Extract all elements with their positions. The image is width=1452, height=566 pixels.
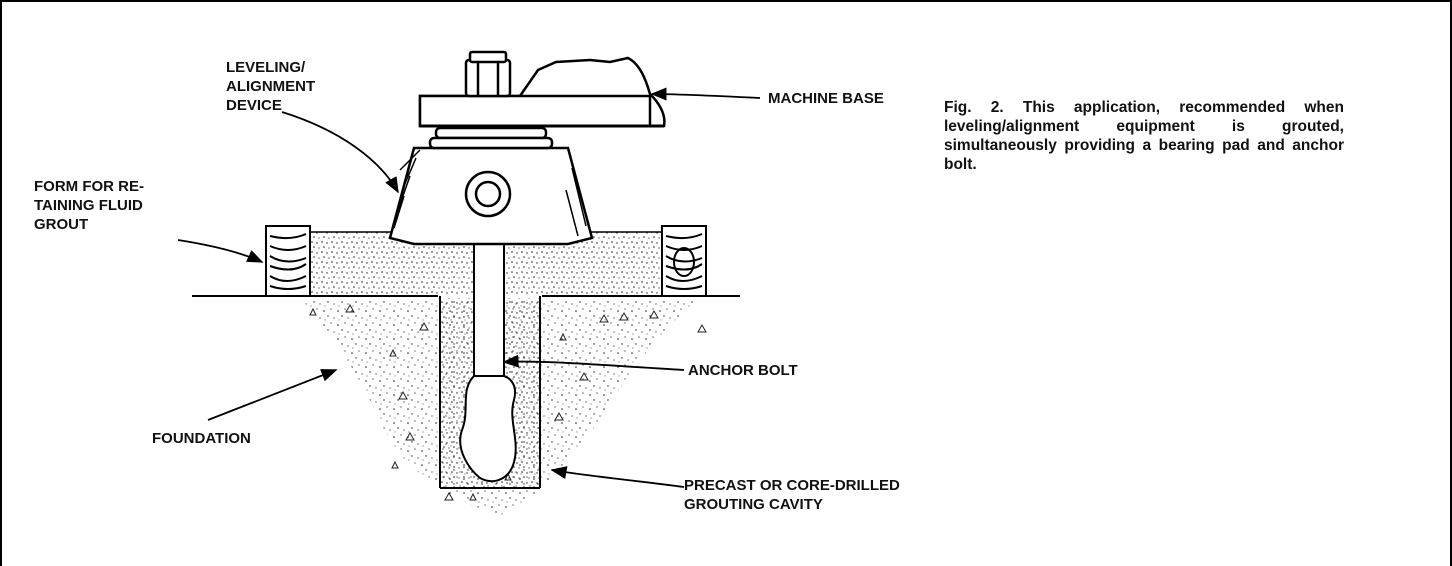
form-label-line1: FORM FOR RE- [34, 178, 144, 195]
figure-caption: Fig. 2. This application, recommended wh… [944, 99, 1344, 173]
leveling-device [388, 146, 594, 246]
right-wood-form [661, 225, 707, 297]
cavity-label-line1: PRECAST OR CORE-DRILLED [684, 477, 900, 494]
foundation-label: FOUNDATION [152, 430, 251, 447]
leveling-label-line2: ALIGNMENT [226, 78, 315, 95]
anchor-bolt [459, 235, 517, 483]
washer-stack [428, 126, 554, 150]
cavity-label-line2: GROUTING CAVITY [684, 496, 823, 513]
leveling-label-line3: DEVICE [226, 97, 282, 114]
form-label-line3: GROUT [34, 216, 88, 233]
leader-lines [177, 87, 761, 488]
anchor-bolt-label: ANCHOR BOLT [688, 362, 798, 379]
hex-nut [464, 50, 512, 98]
machine-base-label: MACHINE BASE [768, 90, 884, 107]
form-label-line2: TAINING FLUID [34, 197, 143, 214]
left-wood-form [265, 225, 311, 297]
leveling-label-line1: LEVELING/ [226, 59, 306, 76]
machine-base [418, 56, 666, 128]
